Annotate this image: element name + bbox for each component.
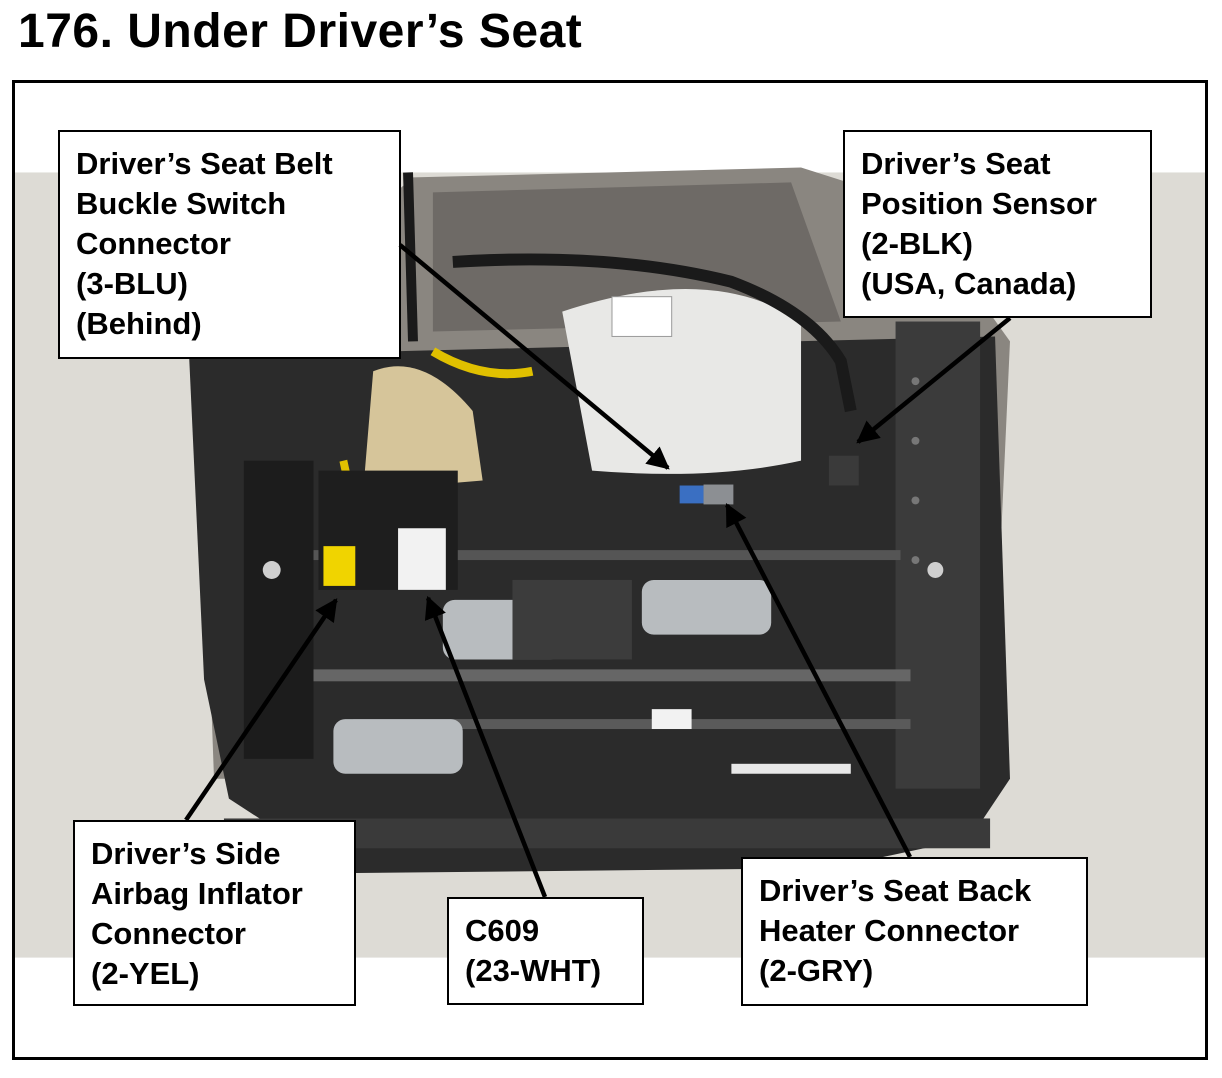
callout-line: (Behind)	[76, 306, 202, 341]
callout-seat-position-sensor: Driver’s Seat Position Sensor (2-BLK) (U…	[843, 130, 1152, 318]
page-title: 176. Under Driver’s Seat	[18, 5, 583, 58]
callout-line: Driver’s Seat Back	[759, 873, 1032, 908]
callout-line: (3-BLU)	[76, 266, 188, 301]
callout-line: Driver’s Seat	[861, 146, 1051, 181]
callout-line: (2-BLK)	[861, 226, 973, 261]
callout-line: (2-GRY)	[759, 953, 874, 988]
callout-line: Buckle Switch	[76, 186, 287, 221]
callout-line: Connector	[91, 916, 246, 951]
callout-side-airbag-inflator: Driver’s Side Airbag Inflator Connector …	[73, 820, 356, 1006]
callout-line: Heater Connector	[759, 913, 1020, 948]
callout-line: Position Sensor	[861, 186, 1097, 221]
callout-line: (USA, Canada)	[861, 266, 1077, 301]
callout-line: (23-WHT)	[465, 953, 602, 988]
callout-line: (2-YEL)	[91, 956, 200, 991]
callout-c609: C609 (23-WHT)	[447, 897, 644, 1005]
callout-seat-belt-buckle-switch: Driver’s Seat Belt Buckle Switch Connect…	[58, 130, 401, 359]
callout-line: C609	[465, 913, 540, 948]
callout-line: Driver’s Side	[91, 836, 281, 871]
callout-seat-back-heater: Driver’s Seat Back Heater Connector (2-G…	[741, 857, 1088, 1006]
callout-line: Airbag Inflator	[91, 876, 303, 911]
callout-line: Connector	[76, 226, 231, 261]
callout-line: Driver’s Seat Belt	[76, 146, 333, 181]
